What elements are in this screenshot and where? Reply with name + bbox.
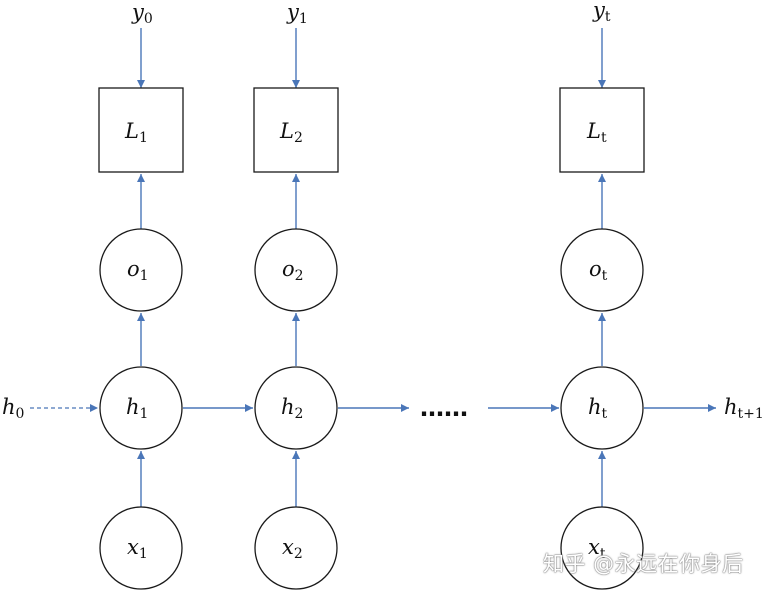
output-node-1 (99, 228, 183, 312)
input-node-t (560, 506, 644, 590)
h-next-label: ht+1 (724, 395, 764, 422)
h0-label: h0 (2, 395, 24, 422)
loss-box-2 (253, 87, 339, 173)
hidden-label-t: ht (588, 395, 608, 422)
input-node-2 (254, 506, 338, 590)
hidden-label-2: h2 (281, 395, 303, 422)
output-label-2: o2 (282, 257, 304, 284)
hidden-node-1 (99, 366, 183, 450)
loss-box-1 (98, 87, 184, 173)
loss-label-2: L2 (279, 119, 303, 146)
target-label-t: yt (592, 0, 611, 25)
input-label-t: xt (588, 535, 606, 562)
loss-box-t (559, 87, 645, 173)
output-node-2 (254, 228, 338, 312)
input-label-1: x1 (127, 535, 148, 562)
loss-label-t: Lt (586, 119, 607, 146)
hidden-node-2 (254, 366, 338, 450)
hidden-node-t (560, 366, 644, 450)
output-label-1: o1 (127, 257, 149, 284)
output-node-t (560, 228, 644, 312)
output-label-t: ot (589, 257, 608, 284)
loss-label-1: L1 (124, 119, 148, 146)
watermark: 知乎 @永远在你身后 (543, 552, 744, 576)
target-label-1: y0 (131, 0, 153, 27)
hidden-label-1: h1 (126, 395, 148, 422)
target-label-2: y1 (286, 0, 308, 27)
input-label-2: x2 (282, 535, 303, 562)
ellipsis: …… (420, 394, 468, 422)
input-node-1 (99, 506, 183, 590)
